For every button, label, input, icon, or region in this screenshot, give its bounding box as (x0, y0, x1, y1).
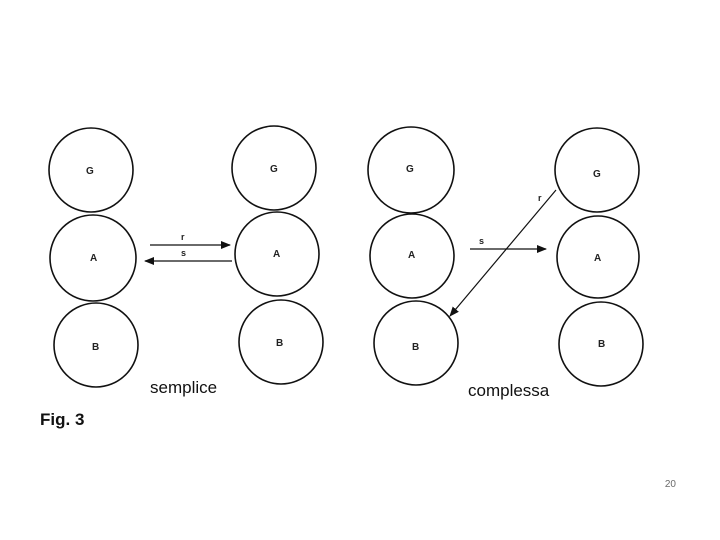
arrow-label-s: s (479, 236, 484, 246)
node-label: B (598, 339, 605, 350)
arrow-r (449, 189, 557, 317)
node-circle (53, 302, 139, 388)
panel-semplice: G A B G A B r s semplice (48, 125, 324, 397)
node-circle (238, 299, 324, 385)
node-label: A (273, 249, 280, 260)
panel-complessa: G A B G A B s r complessa (367, 126, 644, 400)
arrow-label-r: r (538, 193, 542, 203)
caption-complessa: complessa (468, 381, 550, 400)
node-circle (48, 127, 134, 213)
node-circle (556, 215, 640, 299)
node-label: A (408, 250, 415, 261)
node-label: B (92, 342, 99, 353)
node-circle (369, 213, 455, 299)
node-label: G (86, 166, 94, 177)
node-circle (558, 301, 644, 387)
node-label: A (594, 253, 601, 264)
page-number: 20 (664, 479, 676, 490)
caption-semplice: semplice (150, 378, 217, 397)
node-circle (367, 126, 455, 214)
node-label: G (270, 164, 278, 175)
node-label: B (276, 338, 283, 349)
node-circle (231, 125, 317, 211)
node-circle (234, 211, 320, 297)
node-label: A (90, 253, 97, 264)
node-label: G (593, 169, 601, 180)
node-circle (49, 214, 137, 302)
node-label: B (412, 342, 419, 353)
arrow-label-s: s (181, 248, 186, 258)
node-circle (373, 300, 459, 386)
node-label: G (406, 164, 414, 175)
figure-label: Fig. 3 (40, 410, 84, 429)
arrow-label-r: r (181, 232, 185, 242)
node-circle (554, 127, 640, 213)
